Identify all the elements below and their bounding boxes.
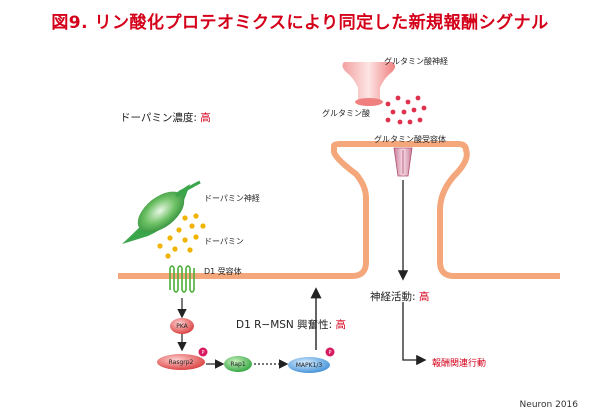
d1-msn-excitability-value: 高 — [335, 319, 347, 331]
reward-behavior-label: 報酬関連行動 — [432, 359, 487, 369]
postsynaptic-membrane — [118, 141, 560, 279]
dopamine-concentration-label: ドーパミン濃度: 高 — [120, 112, 211, 124]
svg-text:PKA: PKA — [176, 323, 188, 330]
neural-activity-value: 高 — [418, 291, 430, 303]
glutamate-neuron-label: グルタミン酸神経 — [384, 57, 448, 66]
svg-text:P: P — [328, 350, 331, 356]
neural-activity-label: 神経活動: 高 — [370, 291, 430, 303]
dopamine-neuron-label: ドーパミン神経 — [204, 194, 260, 203]
svg-text:MAPK1/3: MAPK1/3 — [296, 362, 323, 369]
rasgrp2-node: Rasgrp2 P — [157, 347, 208, 370]
d1-receptor-label: D1 受容体 — [204, 267, 242, 276]
dopamine-neuron — [122, 180, 201, 244]
svg-text:Rasgrp2: Rasgrp2 — [169, 359, 194, 366]
dopamine-label: ドーパミン — [204, 237, 244, 246]
dopamine-molecules — [157, 213, 206, 259]
activity-to-behavior-arrow — [402, 302, 427, 366]
dopamine-concentration-value: 高 — [200, 112, 211, 124]
mapk-node: MAPK1/3 P — [288, 347, 335, 373]
phospho-badge — [198, 347, 208, 357]
pka-node: PKA — [170, 318, 194, 334]
glutamate-neuron — [342, 62, 395, 106]
d1-receptor — [169, 265, 195, 293]
d1-msn-excitability-label: D1 R−MSN 興奮性: 高 — [236, 319, 347, 331]
glutamate-receptor-label: グルタミン酸受容体 — [374, 135, 446, 144]
glutamate-molecules — [385, 95, 427, 125]
svg-text:P: P — [201, 350, 204, 356]
glutamate-label: グルタミン酸 — [322, 109, 370, 118]
svg-text:Rap1: Rap1 — [230, 361, 246, 368]
glutamate-receptor — [393, 147, 413, 177]
phospho-badge — [325, 347, 335, 357]
citation-credit: Neuron 2016 — [519, 400, 578, 410]
rap1-node: Rap1 — [224, 356, 252, 372]
page-title: 図9. リン酸化プロテオミクスにより同定した新規報酬シグナル — [51, 13, 549, 33]
